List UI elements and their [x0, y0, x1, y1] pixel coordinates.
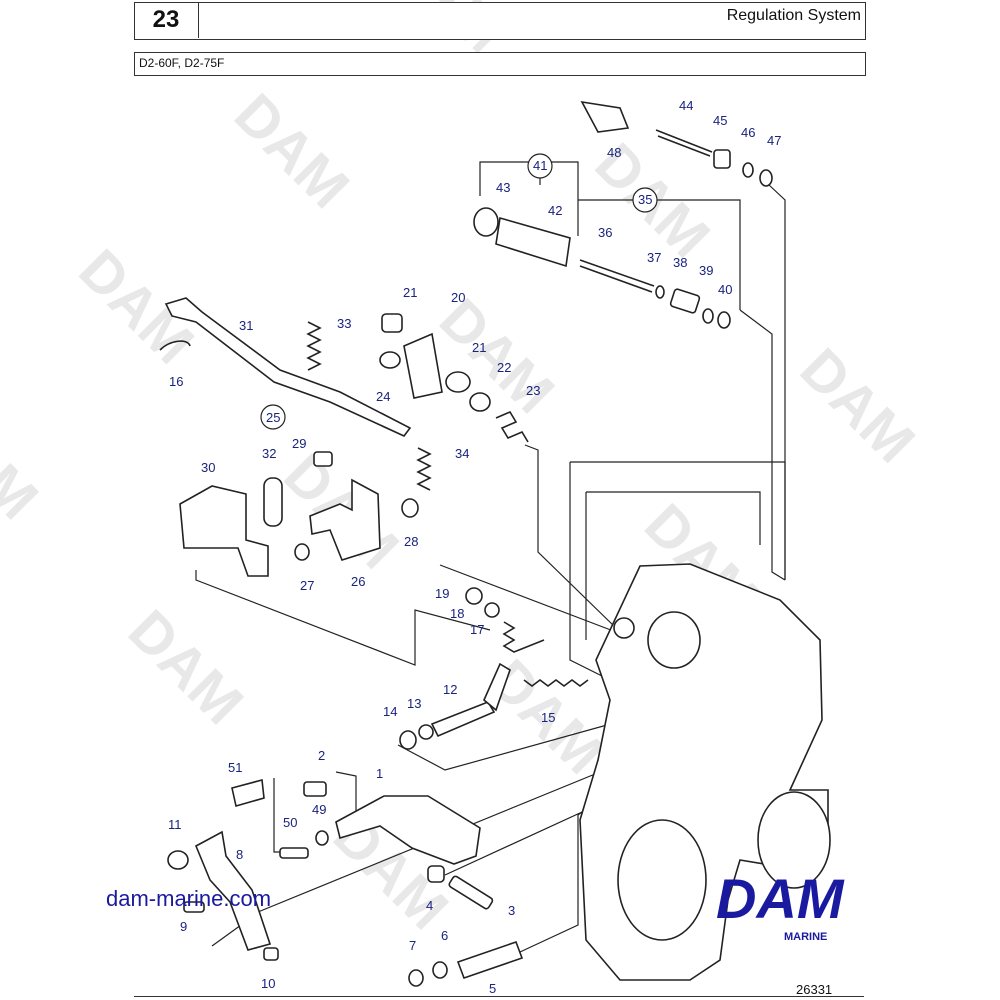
page-number: 23	[134, 2, 199, 38]
callout-49: 49	[312, 802, 326, 817]
callout-27: 27	[300, 578, 314, 593]
callout-30: 30	[201, 460, 215, 475]
callout-11: 11	[168, 817, 182, 832]
callout-22: 22	[497, 360, 511, 375]
callout-18: 18	[450, 606, 464, 621]
callout-33: 33	[337, 316, 351, 331]
callout-40: 40	[718, 282, 732, 297]
callout-2: 2	[318, 748, 325, 763]
callout-45: 45	[713, 113, 727, 128]
callout-41: 41	[533, 158, 547, 173]
callout-17: 17	[470, 622, 484, 637]
callout-28: 28	[404, 534, 418, 549]
header-title-bar: Regulation System	[134, 2, 866, 40]
svg-text:DAM: DAM	[116, 598, 255, 737]
callout-51: 51	[228, 760, 242, 775]
callout-circles	[260, 153, 658, 430]
callout-36: 36	[598, 225, 612, 240]
header-models-bar: D2-60F, D2-75F	[134, 52, 866, 76]
svg-text:MARINE: MARINE	[784, 931, 827, 943]
callout-10: 10	[261, 976, 275, 991]
callout-16: 16	[169, 374, 183, 389]
svg-text:DAM: DAM	[788, 336, 927, 475]
callout-3: 3	[508, 903, 515, 918]
dam-marine-logo: DAM MARINE	[716, 867, 845, 943]
callout-31: 31	[239, 318, 253, 333]
callout-8: 8	[236, 847, 243, 862]
figure-number: 26331	[796, 982, 833, 997]
svg-text:DAM: DAM	[0, 393, 50, 532]
callout-37: 37	[647, 250, 661, 265]
models-label: D2-60F, D2-75F	[139, 56, 225, 70]
bottom-rule	[134, 996, 864, 997]
callout-7: 7	[409, 938, 416, 953]
callout-47: 47	[767, 133, 781, 148]
callout-labels: 44 45 46 47 48 41 43 35 42 36 37 38 39 4…	[168, 98, 781, 996]
callout-9: 9	[180, 919, 187, 934]
page-title: Regulation System	[726, 7, 861, 24]
svg-text:DAM: DAM	[427, 286, 566, 425]
callout-21-mid: 21	[472, 340, 486, 355]
callout-4: 4	[426, 898, 433, 913]
callout-35: 35	[638, 192, 652, 207]
callout-25: 25	[266, 410, 280, 425]
callout-13: 13	[407, 696, 421, 711]
callout-38: 38	[673, 255, 687, 270]
callout-48: 48	[607, 145, 621, 160]
callout-44: 44	[679, 98, 693, 113]
callout-1: 1	[376, 766, 383, 781]
website-link[interactable]: dam-marine.com	[106, 886, 272, 911]
callout-32: 32	[262, 446, 276, 461]
callout-20: 20	[451, 290, 465, 305]
callout-42: 42	[548, 203, 562, 218]
callout-29: 29	[292, 436, 306, 451]
parts	[159, 100, 831, 987]
svg-text:DAM: DAM	[222, 81, 361, 220]
callout-26: 26	[351, 574, 365, 589]
callout-24: 24	[376, 389, 390, 404]
callout-6: 6	[441, 928, 448, 943]
callout-46: 46	[741, 125, 755, 140]
callout-12: 12	[443, 682, 457, 697]
callout-19: 19	[435, 586, 449, 601]
callout-23: 23	[526, 383, 540, 398]
callout-34: 34	[455, 446, 469, 461]
callout-39: 39	[699, 263, 713, 278]
callout-15: 15	[541, 710, 555, 725]
callout-21-top: 21	[403, 285, 417, 300]
callout-43: 43	[496, 180, 510, 195]
callout-50: 50	[283, 815, 297, 830]
callout-5: 5	[489, 981, 496, 996]
svg-text:DAM: DAM	[716, 867, 845, 930]
callout-14: 14	[383, 704, 397, 719]
